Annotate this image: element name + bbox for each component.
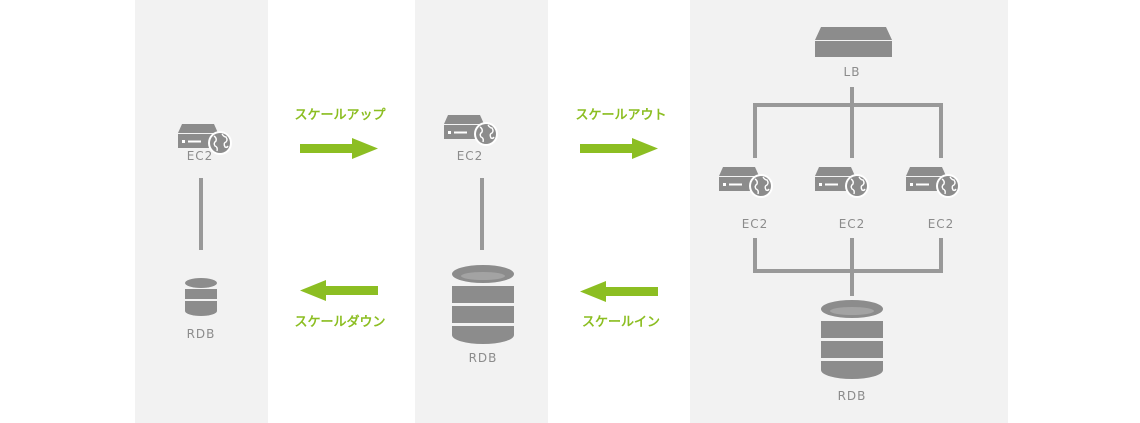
connector-lines <box>753 87 943 296</box>
rdb-database-icon <box>452 265 514 344</box>
ec2-label: EC2 <box>187 149 214 163</box>
scale-up-label: スケールアップ <box>294 108 386 123</box>
scale-out-label: スケールアウト <box>575 108 666 123</box>
ec2-server-icon <box>814 166 870 199</box>
connector-line <box>199 178 203 250</box>
arrow-left-icon <box>300 280 378 301</box>
lb-label: LB <box>844 65 861 79</box>
arrow-left-icon <box>580 281 658 302</box>
ec2-server-icon <box>718 166 774 199</box>
ec2-server-icon <box>443 114 499 147</box>
load-balancer-icon <box>815 27 892 57</box>
ec2-server-icon <box>905 166 961 199</box>
ec2-label: EC2 <box>742 217 769 231</box>
ec2-label: EC2 <box>839 217 866 231</box>
rdb-label: RDB <box>838 389 867 403</box>
rdb-label: RDB <box>187 327 216 341</box>
rdb-database-icon <box>185 278 217 316</box>
scale-in-label: スケールイン <box>582 315 660 330</box>
ec2-label: EC2 <box>928 217 955 231</box>
scale-down-label: スケールダウン <box>294 314 385 330</box>
connector-line <box>480 178 484 250</box>
arrow-right-icon <box>580 138 658 159</box>
rdb-database-icon <box>821 300 883 379</box>
rdb-label: RDB <box>469 351 498 365</box>
ec2-label: EC2 <box>457 149 484 163</box>
arrow-right-icon <box>300 138 378 159</box>
